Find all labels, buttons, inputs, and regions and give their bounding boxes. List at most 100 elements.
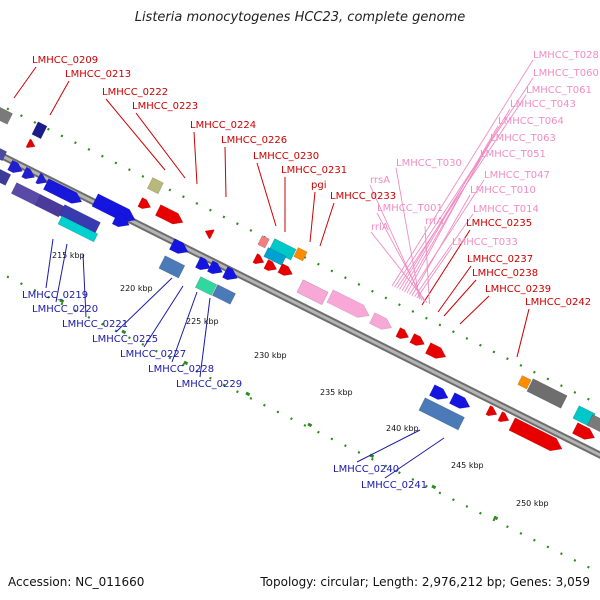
tick-mark xyxy=(587,565,590,569)
gene-label-red: LMHCC_0224 xyxy=(190,120,256,131)
feature-box xyxy=(34,194,65,218)
feature-box xyxy=(296,279,329,306)
backbone-line xyxy=(0,153,600,457)
tick-mark xyxy=(222,383,226,387)
gene-label-red: LMHCC_0222 xyxy=(102,87,168,98)
label-leader-line xyxy=(401,125,499,292)
feature-box xyxy=(526,378,568,409)
tick-mark xyxy=(128,336,131,340)
tick-mark xyxy=(114,161,118,165)
gene-label-pink: LMHCC_T033 xyxy=(452,237,518,248)
feature-arrow xyxy=(395,327,410,339)
tick-mark xyxy=(560,552,563,556)
label-leader-line xyxy=(376,212,425,302)
feature-arrow xyxy=(168,238,189,254)
feature-arrow xyxy=(21,166,36,180)
tick-mark xyxy=(101,154,104,158)
tick-mark xyxy=(560,384,563,388)
tick-mark xyxy=(60,302,64,306)
major-tick-mark xyxy=(431,484,437,490)
feature-arrow xyxy=(428,384,449,400)
label-leader-line xyxy=(13,66,37,99)
kbp-tick-label: 235 kbp xyxy=(320,388,353,397)
map-title: Listeria monocytogenes HCC23, complete g… xyxy=(134,10,466,25)
tick-mark xyxy=(357,451,361,454)
tick-mark xyxy=(6,275,10,279)
gene-label-pink: LMHCC_T061 xyxy=(526,85,592,96)
label-leader-line xyxy=(416,246,453,299)
tick-mark xyxy=(195,370,199,373)
feature-box xyxy=(146,177,164,195)
gene-label-pink: LMHCC_T043 xyxy=(510,99,576,110)
label-leader-line xyxy=(421,229,471,306)
label-leader-line xyxy=(395,167,420,300)
feature-arrow xyxy=(571,422,596,440)
feature-box xyxy=(211,284,236,305)
tick-mark xyxy=(47,127,50,131)
label-leader-line xyxy=(171,291,198,363)
tick-mark xyxy=(317,430,320,434)
feature-box xyxy=(263,247,287,266)
feature-arrow xyxy=(206,260,223,275)
kbp-tick-label: 220 kbp xyxy=(120,284,153,293)
major-tick-mark xyxy=(183,360,189,366)
label-leader-line xyxy=(115,277,173,333)
tick-mark xyxy=(263,403,266,407)
tick-mark xyxy=(479,511,482,515)
feature-arrow xyxy=(485,405,498,417)
feature-arrow xyxy=(204,229,215,240)
tick-mark xyxy=(357,283,361,286)
label-leader-line xyxy=(443,279,477,317)
feature-box xyxy=(57,215,99,243)
tick-mark xyxy=(6,107,10,111)
tick-mark xyxy=(155,349,158,353)
gene-label-pink: LMHCC_T028 xyxy=(533,50,599,61)
tick-mark xyxy=(425,484,428,488)
tick-mark xyxy=(371,457,374,461)
major-tick-mark xyxy=(307,422,313,428)
tick-mark xyxy=(276,410,280,414)
gene-label-red: LMHCC_0223 xyxy=(132,101,198,112)
feature-arrow xyxy=(326,289,370,318)
feature-arrow xyxy=(42,178,83,204)
gene-label-blue: LMHCC_0228 xyxy=(148,364,214,375)
tick-mark xyxy=(128,168,131,172)
feature-box xyxy=(586,414,600,432)
feature-arrow xyxy=(277,263,293,276)
tick-mark xyxy=(492,350,496,354)
label-leader-line xyxy=(404,142,491,293)
feature-box xyxy=(158,255,186,279)
tick-mark xyxy=(438,491,442,495)
tick-mark xyxy=(195,202,199,205)
tick-mark xyxy=(249,229,253,232)
kbp-tick-label: 215 kbp xyxy=(52,251,85,260)
gene-label-red: LMHCC_0239 xyxy=(485,284,551,295)
feature-box xyxy=(31,121,48,140)
gene-label-red: LMHCC_0235 xyxy=(466,218,532,229)
tick-mark xyxy=(506,525,509,529)
feature-arrow xyxy=(154,204,184,225)
label-leader-line xyxy=(370,231,428,304)
tick-mark xyxy=(47,295,50,299)
label-leader-line xyxy=(199,297,211,378)
gene-label-red: LMHCC_0213 xyxy=(65,69,131,80)
tick-mark xyxy=(236,222,239,226)
feature-arrow xyxy=(409,333,425,346)
gene-label-red: LMHCC_0230 xyxy=(253,151,319,162)
tick-mark xyxy=(533,370,536,374)
tick-mark xyxy=(141,343,145,346)
tick-mark xyxy=(74,141,77,145)
tick-mark xyxy=(168,188,172,192)
tick-mark xyxy=(546,377,550,381)
label-leader-line xyxy=(516,308,530,358)
feature-box xyxy=(418,397,465,431)
feature-arrow xyxy=(221,266,238,281)
tick-mark xyxy=(290,417,293,421)
feature-arrow xyxy=(194,256,211,271)
feature-arrow xyxy=(424,342,447,359)
major-tick-mark xyxy=(121,329,127,335)
label-leader-line xyxy=(394,77,534,288)
tick-mark xyxy=(236,390,239,394)
feature-arrow xyxy=(448,392,471,409)
gene-label-blue: LMHCC_0225 xyxy=(92,334,158,345)
